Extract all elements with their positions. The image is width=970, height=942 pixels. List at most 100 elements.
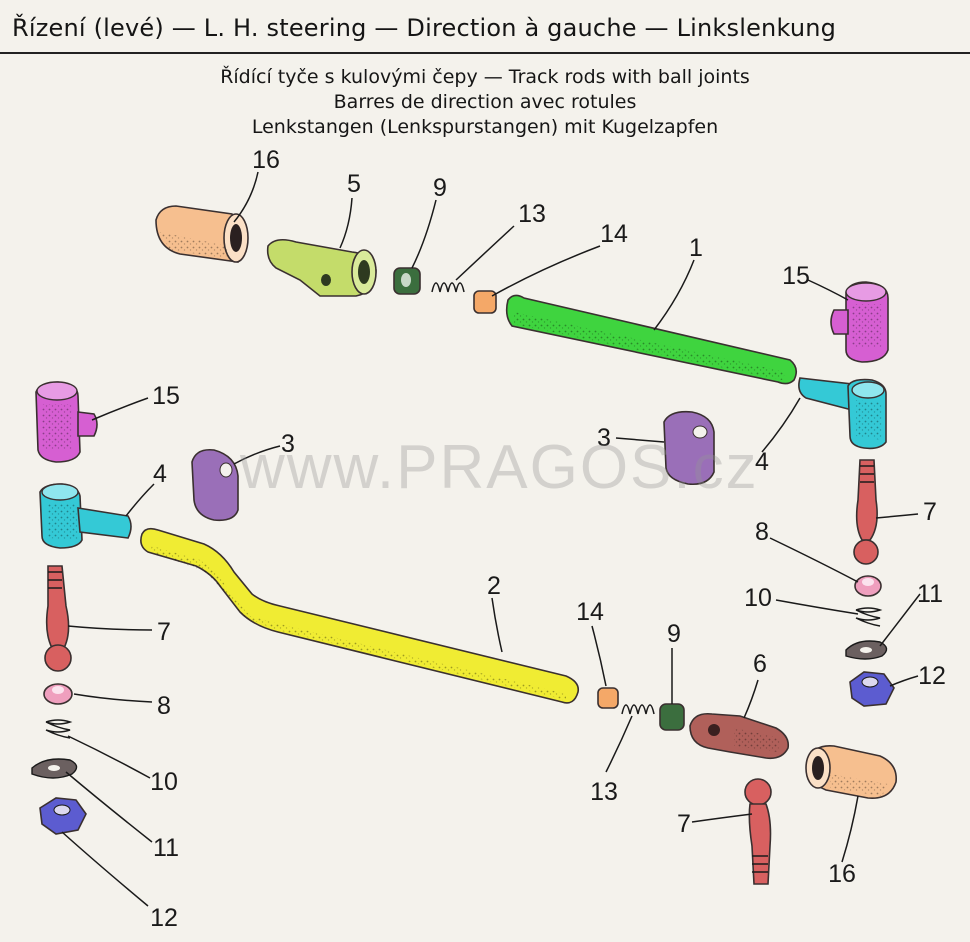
- ring-8-right: [854, 575, 882, 597]
- track-rod-2-thread: [150, 546, 566, 700]
- nut-9-upper-bore: [401, 273, 411, 287]
- leader-15-lower: [91, 397, 149, 421]
- ball-pin-7-right-shank: [855, 459, 878, 541]
- bush-14-upper: [473, 290, 497, 314]
- leader-12-right: [889, 675, 919, 687]
- callout-13-upper: 13: [518, 200, 546, 228]
- leader-11-left: [65, 771, 153, 843]
- callout-15-lower: 15: [152, 382, 180, 410]
- track-rod-2: [140, 527, 580, 704]
- sleeve-16-lower: [805, 744, 897, 799]
- callout-2: 2: [487, 572, 501, 600]
- ball-pin-7-bottom-thread: [752, 855, 768, 873]
- callout-12-right: 12: [918, 662, 946, 690]
- rod-end-6: [689, 712, 790, 760]
- callout-numbers: 16 5 9 13 14 1 15 15 3 3 4 4 7 8 10 11 1…: [150, 146, 946, 932]
- leader-15-upper: [807, 279, 849, 301]
- leader-14-upper: [491, 245, 601, 297]
- subtitle-french: Barres de direction avec rotules: [333, 91, 637, 113]
- clamp-3-left: [191, 448, 239, 522]
- leader-13-lower: [605, 715, 633, 773]
- ball-pin-7-bottom-ball: [744, 778, 772, 806]
- callout-14-lower: 14: [576, 598, 604, 626]
- rod-end-6-shade: [734, 728, 780, 752]
- nut-9-lower-body: [659, 703, 685, 731]
- spring-13-upper: [431, 282, 465, 293]
- leader-1: [653, 259, 695, 331]
- leader-3-left: [233, 445, 281, 465]
- rod-end-5-hole: [321, 274, 331, 286]
- ball-pin-7-bottom: [744, 778, 772, 885]
- socket-4-upper-arm: [798, 377, 853, 412]
- socket-15-upper: [830, 281, 889, 363]
- callout-12-left: 12: [150, 904, 178, 932]
- ring-8-right-bore: [862, 578, 874, 586]
- washer-11-right-hole: [860, 647, 872, 653]
- sleeve-16-upper-shade: [160, 232, 228, 258]
- nut-12-right: [849, 671, 895, 707]
- callout-14-upper: 14: [600, 220, 628, 248]
- callout-11-left: 11: [153, 834, 179, 862]
- leader-12-left: [61, 831, 149, 907]
- ring-8-left-bore: [52, 686, 64, 694]
- leader-4-lower: [125, 483, 155, 517]
- leader-13-upper: [455, 225, 515, 281]
- washer-11-left: [31, 758, 78, 779]
- sleeve-16-upper: [155, 205, 249, 263]
- socket-15-lower-shade: [42, 404, 72, 450]
- leader-16-upper: [233, 171, 259, 223]
- leader-16-lower: [841, 795, 859, 863]
- callout-7-right: 7: [923, 498, 937, 526]
- callout-4-lower: 4: [153, 460, 167, 488]
- ball-pin-7-left-ball: [44, 644, 72, 672]
- leader-10-left: [67, 735, 151, 779]
- socket-4-lower: [39, 483, 132, 549]
- clamp-3-right: [663, 410, 715, 486]
- washer-11-left-hole: [48, 765, 60, 771]
- rod-end-6-hole: [708, 724, 720, 736]
- leader-7-bottom: [691, 813, 753, 823]
- nut-12-left-bore: [53, 804, 71, 816]
- nut-12-left: [39, 797, 87, 835]
- track-rod-1-thread: [514, 312, 786, 380]
- callout-1: 1: [689, 234, 703, 262]
- ball-pin-7-left-shank: [45, 565, 70, 649]
- leader-9-upper: [411, 199, 437, 269]
- sleeve-16-lower-shade: [830, 774, 888, 796]
- ball-pin-7-left: [44, 565, 72, 672]
- socket-4-upper-top: [851, 381, 885, 399]
- subtitle-czech-english: Řídící tyče s kulovými čepy — Track rods…: [220, 66, 750, 88]
- track-rod-1: [505, 294, 798, 385]
- socket-15-lower-top: [36, 381, 78, 401]
- socket-4-lower-top: [41, 483, 79, 501]
- nut-12-left-body: [39, 797, 87, 835]
- clamp-3-left-body: [191, 448, 239, 522]
- ball-pin-7-right: [853, 459, 879, 565]
- leader-11-right: [879, 593, 921, 647]
- leader-lines: [61, 171, 921, 907]
- socket-4-lower-arm: [77, 507, 132, 539]
- leader-8-right: [769, 537, 859, 583]
- socket-15-upper-shade: [852, 304, 882, 348]
- ring-8-left: [43, 683, 73, 705]
- callout-16-lower: 16: [828, 860, 856, 888]
- callout-9-lower: 9: [667, 620, 681, 648]
- callout-9-upper: 9: [433, 174, 447, 202]
- socket-15-upper-top: [845, 282, 887, 302]
- bush-14-upper-body: [473, 290, 497, 314]
- leader-5: [339, 197, 353, 249]
- socket-4-upper: [798, 377, 887, 450]
- leader-7-right: [875, 513, 919, 519]
- callout-4-upper: 4: [755, 448, 769, 476]
- nut-12-right-bore: [861, 676, 879, 688]
- callout-7-left: 7: [157, 618, 171, 646]
- leader-2: [491, 597, 503, 653]
- callout-10-left: 10: [150, 768, 178, 796]
- callout-16-upper: 16: [252, 146, 280, 174]
- spring-13-lower: [621, 704, 655, 715]
- subtitle-german: Lenkstangen (Lenkspurstangen) mit Kugelz…: [251, 116, 719, 138]
- nut-9-lower: [659, 703, 685, 731]
- leader-3-right: [615, 437, 665, 443]
- socket-15-lower: [35, 381, 98, 463]
